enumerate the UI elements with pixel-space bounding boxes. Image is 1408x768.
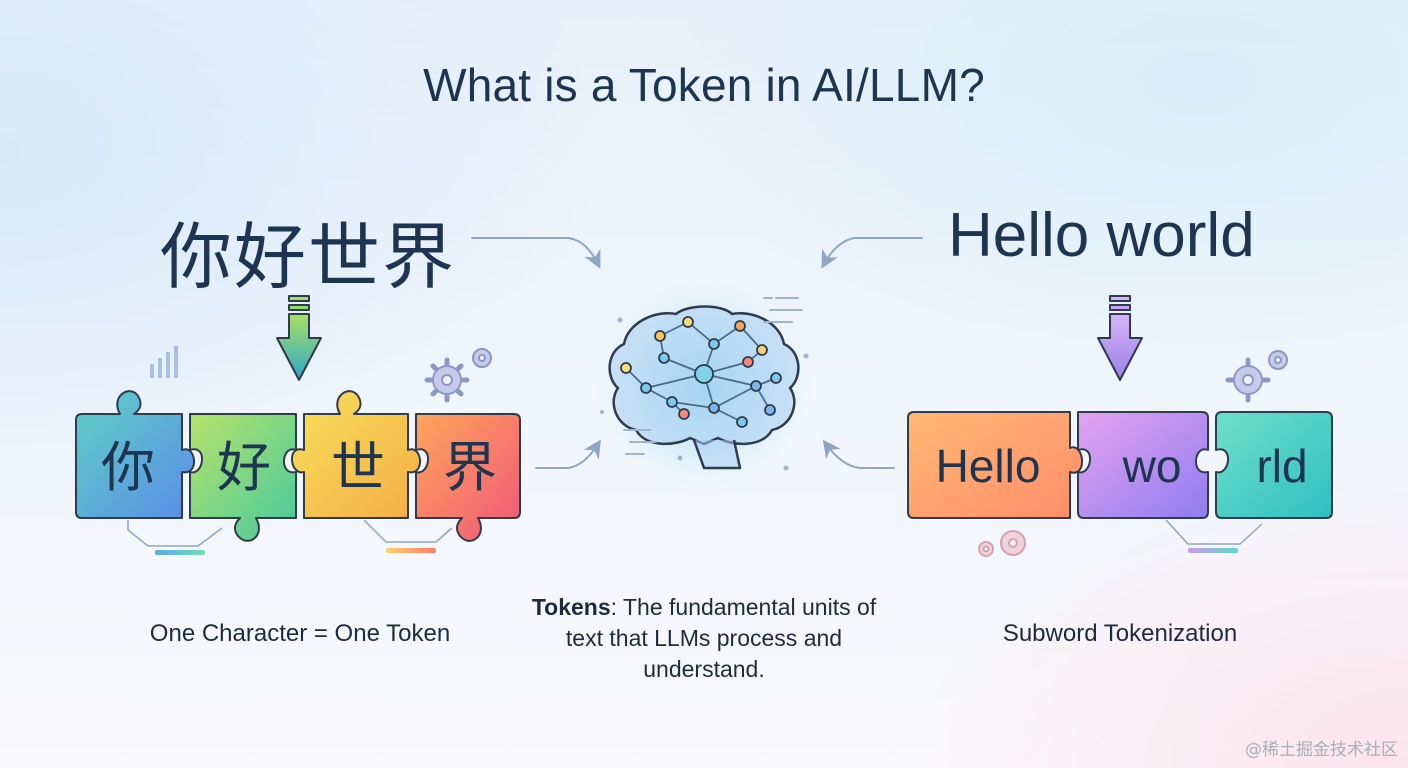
brain-network-icon [594,276,814,496]
left-brackets [127,519,453,547]
gear-icon-right [1225,350,1288,403]
token-label: rld [1256,440,1307,492]
signal-lines-icon [623,297,803,455]
bar-chart-icon [150,346,178,378]
english-source-text: Hello world [948,201,1255,270]
chinese-token-labels: 你 好 世 界 [101,436,497,499]
right-down-arrow-icon [1097,295,1143,381]
left-caption: One Character = One Token [149,620,451,647]
left-down-arrow-icon [276,295,322,381]
arrow-right-tokens-to-brain [822,439,895,469]
arrow-chinese-to-brain [471,237,601,269]
arrow-left-tokens-to-brain [535,439,601,469]
token-label: Hello [936,440,1041,492]
token-piece-hao [189,413,297,542]
token-label: 世 [331,436,385,499]
english-token-pieces [907,411,1333,519]
page-title: What is a Token in AI/LLM? [423,59,985,111]
chinese-source-text: 你好世界 [160,215,457,299]
chinese-token-pieces [75,390,521,542]
token-label: 好 [217,436,271,499]
token-label: 界 [443,436,497,499]
right-caption: Subword Tokenization [1002,620,1238,647]
right-brackets [1165,519,1263,545]
accent-bar [155,550,205,555]
definition-text: : The fundamental units of text that LLM… [565,594,877,682]
token-label: 你 [101,436,155,499]
sparkle-icon [600,317,809,471]
arrow-english-to-brain [821,237,923,269]
token-piece-jie [415,413,521,542]
token-piece-ni [75,390,196,519]
token-label: wo [1122,440,1182,492]
token-piece-rld [1215,411,1333,519]
accent-bar [1188,548,1238,553]
gear-icon-left [424,348,492,403]
accent-bar [386,548,436,553]
english-token-labels: Hello wo rld [936,440,1308,492]
token-piece-hello [907,411,1084,519]
definition-term: Tokens [531,594,611,620]
gear-icon-bottom [978,530,1026,557]
flow-arrows [471,237,923,469]
token-piece-shi [290,390,422,519]
watermark: @稀土掘金技术社区 [1245,740,1398,760]
token-definition: Tokens: The fundamental units of text th… [530,592,878,685]
token-piece-wo [1077,411,1209,519]
